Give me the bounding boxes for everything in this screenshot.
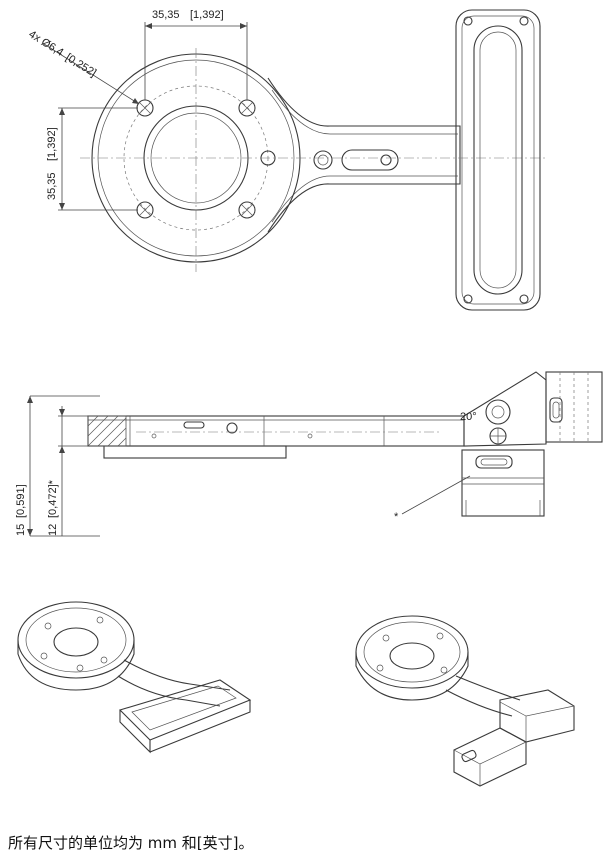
dim-height-total: 15 <box>15 524 27 536</box>
mounting-hole-bl <box>136 201 154 219</box>
mounting-hole-tr <box>238 99 256 117</box>
side-flange-lip <box>103 445 287 459</box>
arm-inner-edge <box>271 89 458 223</box>
dim-hole-dia-leader <box>43 43 140 105</box>
callout-mark: * <box>394 511 399 523</box>
bottom-module <box>461 449 545 517</box>
hinge-bracket <box>463 371 547 447</box>
handle-screw <box>463 16 473 26</box>
dim-height-body-inch: [0,472]* <box>47 479 59 518</box>
iso2-arm <box>445 675 521 717</box>
dim-height-total-lines <box>29 395 100 537</box>
dim-height-body-lines <box>58 406 104 536</box>
dim-hole-spacing-h: 35,35 <box>152 9 180 21</box>
mounting-hole-br <box>238 201 256 219</box>
connector-housing <box>545 371 603 443</box>
top-view: 35,35 [1,392] 35,35 [1,392] 4x Ø6,4 [0,2… <box>26 9 545 311</box>
usb-c-port-horizontal <box>475 455 513 469</box>
flange-bore-inner <box>150 112 242 204</box>
handle-screw <box>463 294 473 304</box>
iso-arm <box>117 659 231 707</box>
iso2-flange-side <box>355 652 469 701</box>
iso-flange-side <box>17 640 135 691</box>
arm-outline <box>267 77 461 233</box>
iso2-flange-top <box>355 615 469 689</box>
dim-hole-spacing-v-lines <box>58 107 138 211</box>
dim-height-body: 12 <box>47 524 59 536</box>
iso2-usb-c-port <box>461 749 477 763</box>
arm-counterbore <box>313 150 333 170</box>
arm-slot <box>341 149 399 171</box>
usb-c-port-vertical <box>549 397 563 423</box>
dim-hole-spacing-h-inch: [1,392] <box>190 9 224 21</box>
dim-hole-spacing-v: 35,35 <box>46 172 58 200</box>
handle-grip <box>473 25 523 295</box>
dim-hole-dia: 4x Ø6,4 [0,252] <box>26 28 98 79</box>
units-caption: 所有尺寸的单位均为 mm 和[英寸]。 <box>8 834 254 852</box>
dim-height-total-inch: [0,591] <box>15 484 27 518</box>
handle-screw <box>519 16 529 26</box>
arm-hole-inner <box>317 154 329 166</box>
side-rail <box>87 415 465 447</box>
callout-leader <box>401 475 471 515</box>
side-screw <box>226 422 238 434</box>
handle-plate <box>455 9 541 311</box>
mounting-hole-tl <box>136 99 154 117</box>
side-view: 20° * 15 [0,591] 12 [0,472]* <box>15 371 603 537</box>
iso2-bottom-module <box>453 727 527 787</box>
section-hatch <box>87 415 127 447</box>
isometric-view-right <box>355 615 575 787</box>
handle-plate-inner <box>461 15 535 305</box>
isometric-view-left <box>17 601 252 754</box>
iso-handle-grip <box>131 685 237 731</box>
iso-flange-bore <box>53 627 99 657</box>
dim-hole-spacing-h-lines <box>144 22 248 100</box>
hinge-knob <box>485 399 511 425</box>
arm-hole <box>380 154 392 166</box>
dim-hole-spacing-v-inch: [1,392] <box>46 127 58 161</box>
handle-grip-inner <box>479 31 517 289</box>
iso2-flange-bore <box>389 642 435 670</box>
iso-flange-top <box>17 601 135 679</box>
handle-screw <box>519 294 529 304</box>
hinge-angle: 20° <box>460 411 477 423</box>
side-slot <box>183 421 205 429</box>
